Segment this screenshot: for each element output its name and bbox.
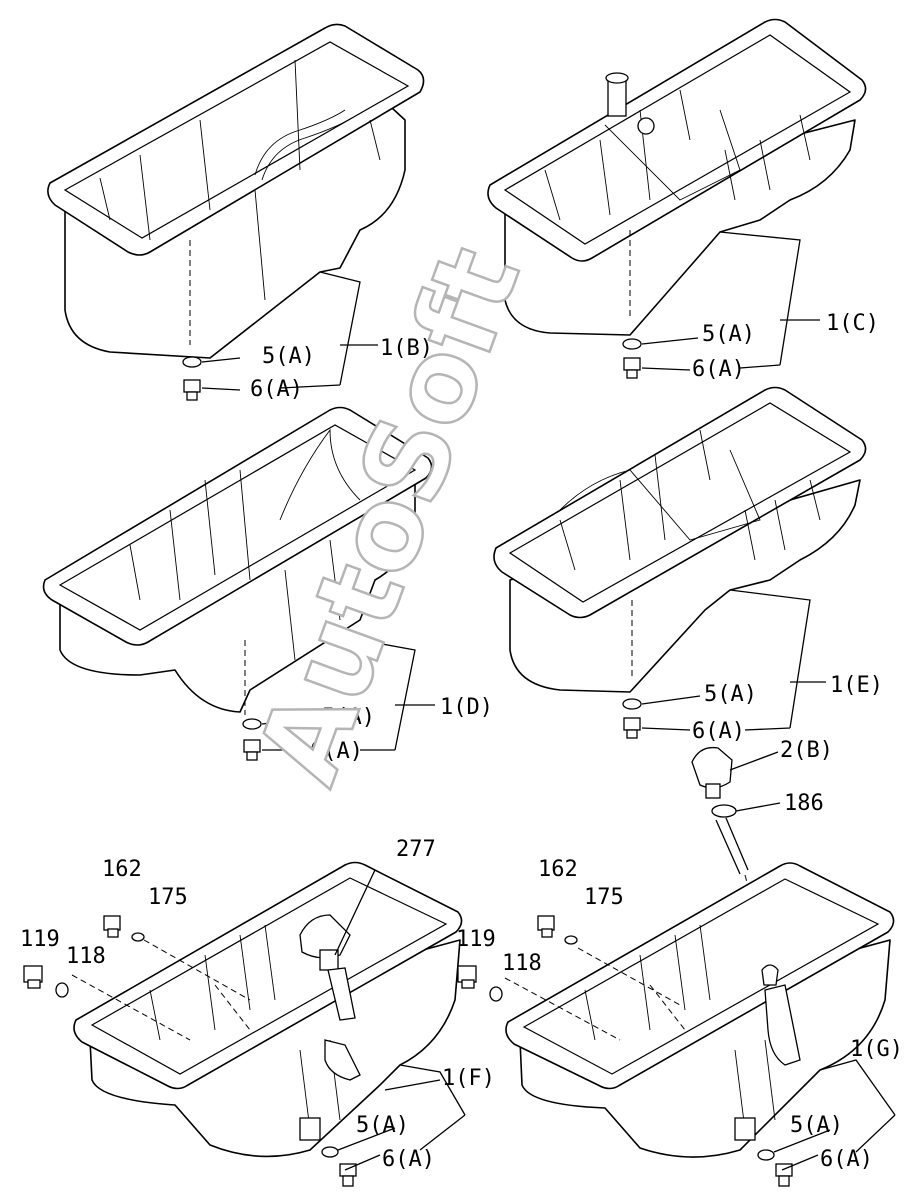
label-5a-pan-f: 5(A) [356,1113,409,1138]
oil-pan-1e [493,386,867,693]
drain-plug-6a-b [183,379,201,401]
label-6a-pan-b: 6(A) [250,377,303,402]
o-ring-186 [711,804,737,818]
label-6a-pan-d: 6(A) [310,739,363,764]
label-6a-pan-e: 6(A) [692,719,745,744]
label-6a-pan-g: 6(A) [820,1147,873,1172]
label-5a-pan-g: 5(A) [790,1113,843,1138]
washer-175-pan-f [131,932,145,942]
label-118-pan-g: 118 [502,951,542,976]
label-6a-pan-c: 6(A) [692,357,745,382]
label-5a-pan-b: 5(A) [262,344,315,369]
label-1b: 1(B) [380,336,433,361]
oil-pan-1b [47,23,425,359]
label-1g: 1(G) [850,1037,903,1062]
oil-pan-1f [71,861,463,1158]
drain-plug-6a-e [623,717,641,739]
label-5a-pan-e: 5(A) [704,682,757,707]
label-1c: 1(C) [826,311,879,336]
washer-118-pan-f [55,982,69,998]
label-1d: 1(D) [440,695,493,720]
drain-plug-6a-c [623,357,641,379]
oil-filler-cap-277 [299,914,356,1021]
bolt-162-pan-g [537,915,555,938]
label-162-pan-g: 162 [538,857,578,882]
bolt-119-pan-f [23,965,43,989]
label-119-pan-g: 119 [456,927,496,952]
bolt-119-pan-g [457,965,477,989]
washer-175-pan-g [564,935,578,945]
drain-washer-5a-f [321,1146,339,1158]
bolt-162-pan-f [103,915,121,938]
drain-washer-5a-g [757,1149,775,1161]
label-5a-pan-d: 5(A) [322,705,375,730]
label-1f: 1(F) [442,1066,495,1091]
washer-118-pan-g [489,986,503,1002]
drain-washer-5a-c [622,338,642,350]
drain-plug-6a-d [243,739,261,761]
oil-pan-1d [42,406,433,715]
label-186: 186 [784,791,824,816]
oil-pan-1g [504,862,895,1158]
label-2b: 2(B) [780,738,833,763]
drain-washer-5a-e [622,698,642,710]
drain-plug-6a-f [339,1163,357,1187]
label-5a-pan-c: 5(A) [702,322,755,347]
drain-washer-5a-d [242,718,262,730]
drain-washer-5a-b [182,356,202,368]
label-277: 277 [396,837,436,862]
label-162-pan-f: 162 [102,857,142,882]
label-119-pan-f: 119 [20,927,60,952]
label-1e: 1(E) [830,673,883,698]
label-6a-pan-f: 6(A) [382,1147,435,1172]
oil-pan-1c [487,18,867,336]
label-175-pan-f: 175 [148,885,188,910]
label-175-pan-g: 175 [584,885,624,910]
label-118-pan-f: 118 [66,944,106,969]
